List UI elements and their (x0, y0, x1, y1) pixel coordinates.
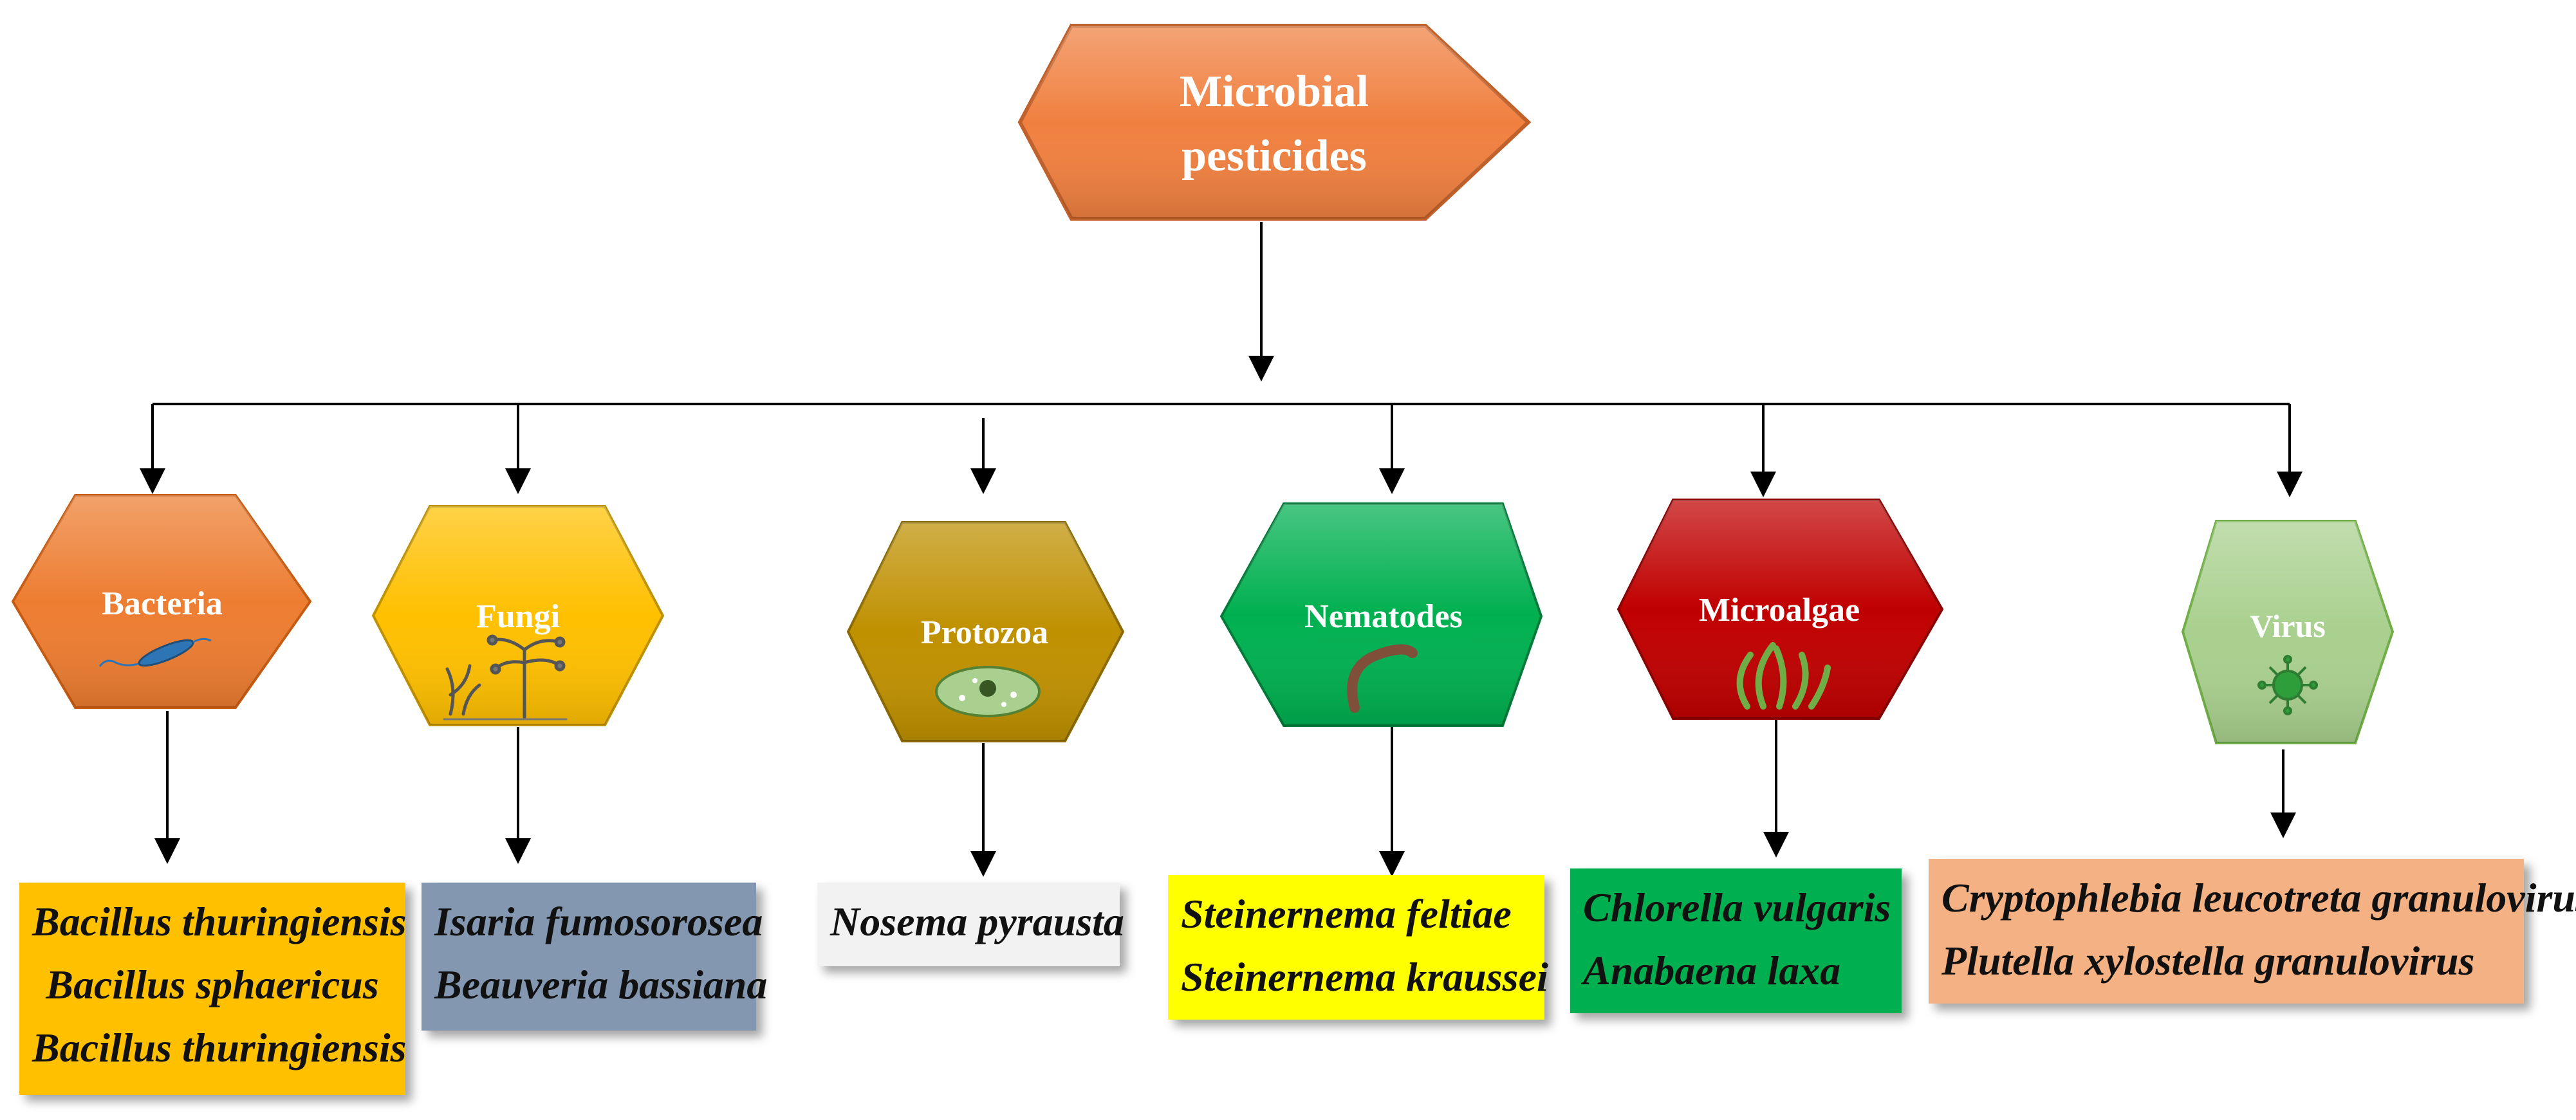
protozoan-icon (935, 666, 1041, 717)
nematodes-label: Nematodes (1304, 598, 1463, 635)
category-bacteria: Bacteria (11, 494, 312, 709)
example-nosema-pyrausta: Nosema pyrausta (830, 899, 1124, 944)
connectors (140, 222, 2303, 877)
protozoa-examples-box: Nosema pyrausta (817, 883, 1124, 966)
algae-icon (1736, 642, 1831, 710)
example-cryptophlebia-leucotreta-granulovirus: Cryptophlebia leucotreta granulovirus (1941, 875, 2576, 921)
example-bacillus-thuringiensis-2: Bacillus thuringiensis (32, 1025, 407, 1070)
root-title-line2: pesticides (1181, 131, 1367, 181)
bacteria-label: Bacteria (102, 585, 223, 622)
example-beauveria-bassiana: Beauveria bassiana (434, 962, 768, 1007)
nematodes-examples-box: Steinernema feltiae Steinernema kraussei (1168, 875, 1548, 1020)
example-anabaena-laxa: Anabaena laxa (1583, 948, 1841, 993)
category-protozoa: Protozoa (846, 521, 1125, 742)
virus-examples-box: Cryptophlebia leucotreta granulovirus Pl… (1929, 859, 2576, 1004)
bacteria-examples-box: Bacillus thuringiensis Bacillus sphaeric… (19, 883, 407, 1095)
root-title-line1: Microbial (1180, 67, 1369, 116)
example-bacillus-thuringiensis: Bacillus thuringiensis (32, 899, 407, 944)
microalgae-label: Microalgae (1699, 592, 1860, 629)
category-microalgae: Microalgae (1617, 499, 1944, 720)
nematode-icon (1347, 644, 1418, 713)
category-nematodes: Nematodes (1219, 502, 1543, 727)
example-steinernema-feltiae: Steinernema feltiae (1181, 891, 1512, 937)
microalgae-examples-box: Chlorella vulgaris Anabaena laxa (1570, 868, 1902, 1013)
fungus-icon (443, 634, 568, 721)
category-fungi: Fungi (371, 505, 665, 726)
root-node: Microbial pesticides (1017, 24, 1532, 221)
category-virus: Virus (2181, 520, 2395, 744)
example-chlorella-vulgaris: Chlorella vulgaris (1583, 885, 1891, 930)
virus-label: Virus (2250, 608, 2326, 644)
example-isaria-fumosorosea: Isaria fumosorosea (434, 899, 763, 944)
virus-icon (2257, 655, 2318, 715)
protozoa-label: Protozoa (921, 614, 1048, 651)
example-steinernema-kraussei: Steinernema kraussei (1181, 954, 1548, 1000)
bacterium-icon (98, 638, 212, 667)
fungi-label: Fungi (476, 598, 560, 635)
example-bacillus-sphaericus: Bacillus sphaericus (46, 962, 379, 1007)
fungi-examples-box: Isaria fumosorosea Beauveria bassiana (422, 883, 768, 1031)
example-plutella-xylostella-granulovirus: Plutella xylostella granulovirus (1941, 938, 2475, 984)
